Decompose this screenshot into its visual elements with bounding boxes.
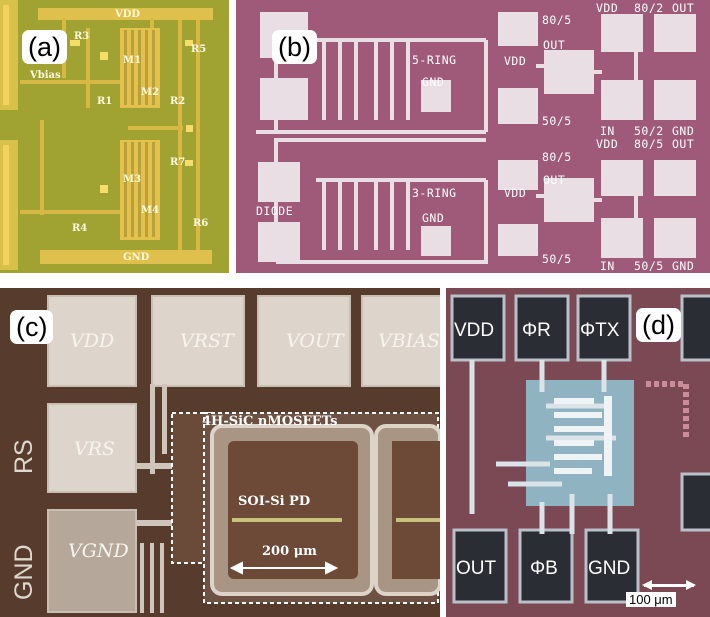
label-gnd-pad-d: GND bbox=[588, 558, 631, 579]
label-r5: R5 bbox=[191, 44, 207, 55]
label-r2: R2 bbox=[170, 96, 186, 107]
label-out-1: OUT bbox=[543, 38, 566, 52]
label-r1: R1 bbox=[97, 96, 113, 107]
label-m4: M4 bbox=[141, 205, 160, 216]
label-vdd-pad-d: VDD bbox=[454, 320, 495, 341]
label-80-5-mid2: 80/5 bbox=[542, 150, 572, 164]
label-r4: R4 bbox=[72, 223, 88, 234]
label-vdd-1: VDD bbox=[504, 54, 527, 68]
label-vout-pad: VOUT bbox=[286, 330, 344, 352]
scale-bar-200um: 200 μm bbox=[262, 544, 317, 559]
label-vgnd-pad: VGND bbox=[68, 540, 129, 562]
panel-b: (b) 80/5 VDD 80/2 OUT 5-RING VDD OUT GND… bbox=[236, 0, 710, 273]
label-gnd-1b: GND bbox=[672, 124, 695, 138]
panel-d-label: (d) bbox=[636, 308, 681, 342]
label-nmosfets: 4H-SiC nMOSFETs bbox=[202, 414, 338, 429]
label-out-pad: OUT bbox=[456, 558, 497, 579]
label-rs-side: RS bbox=[10, 439, 38, 474]
label-50-5-top: 50/5 bbox=[542, 114, 572, 128]
label-vdd-mid-right: VDD bbox=[596, 137, 619, 151]
panel-c-label: (c) bbox=[10, 310, 54, 344]
label-phi-r: ΦR bbox=[522, 320, 551, 341]
panel-d-layout bbox=[446, 288, 710, 617]
label-80-2: 80/2 bbox=[634, 1, 664, 15]
panel-a-label: (a) bbox=[22, 30, 67, 64]
label-in-2: IN bbox=[600, 259, 615, 273]
label-vbias-pad: VBIAS bbox=[378, 330, 440, 352]
label-out-mid-right: OUT bbox=[672, 137, 695, 151]
panel-a: (a) VDD R3 Vbias M1 M2 R1 R2 R5 R7 M3 M4… bbox=[0, 0, 229, 273]
label-vdd-pad: VDD bbox=[70, 330, 115, 352]
label-80-5-top: 80/5 bbox=[542, 13, 572, 27]
label-vdd-top-right: VDD bbox=[596, 1, 619, 15]
label-m2: M2 bbox=[141, 87, 160, 98]
label-vrs-pad: VRS bbox=[74, 438, 116, 460]
label-vdd: VDD bbox=[115, 9, 141, 20]
label-phi-b: ΦB bbox=[530, 558, 558, 579]
label-50-5-bot: 50/5 bbox=[542, 252, 572, 266]
label-80-5-mid: 80/5 bbox=[634, 137, 664, 151]
label-50-5-bot2: 50/5 bbox=[634, 259, 664, 273]
label-gnd-1: GND bbox=[422, 75, 445, 89]
scale-bar-100um: 100 μm bbox=[626, 592, 676, 607]
label-in-1: IN bbox=[600, 124, 615, 138]
panel-c: (c) VDD VRST VOUT VBIAS VRS VGND RS GND … bbox=[0, 288, 440, 617]
label-vdd-2: VDD bbox=[504, 186, 527, 200]
label-vbias: Vbias bbox=[30, 70, 61, 81]
label-out-top-right: OUT bbox=[672, 1, 695, 15]
label-gnd-2b: GND bbox=[672, 259, 695, 273]
label-gnd-2: GND bbox=[422, 211, 445, 225]
label-5-ring: 5-RING bbox=[412, 53, 457, 67]
label-vrst-pad: VRST bbox=[180, 330, 234, 352]
panel-a-layout bbox=[0, 0, 229, 273]
label-r7: R7 bbox=[170, 157, 186, 168]
label-3-ring: 3-RING bbox=[412, 186, 457, 200]
label-diode: DIODE bbox=[256, 204, 294, 218]
label-gnd: GND bbox=[123, 252, 150, 263]
label-r3: R3 bbox=[74, 31, 90, 42]
panel-d: (d) VDD ΦR ΦTX OUT ΦB GND 100 μm bbox=[446, 288, 710, 617]
label-gnd-side: GND bbox=[10, 544, 38, 600]
panel-c-layout bbox=[0, 288, 440, 617]
label-50-2: 50/2 bbox=[634, 124, 664, 138]
label-r6: R6 bbox=[193, 218, 209, 229]
label-out-2: OUT bbox=[543, 173, 566, 187]
label-m1: M1 bbox=[123, 55, 142, 66]
label-pd: SOI-Si PD bbox=[238, 494, 311, 509]
panel-b-label: (b) bbox=[272, 30, 317, 64]
label-m3: M3 bbox=[123, 174, 142, 185]
label-phi-tx: ΦTX bbox=[580, 320, 620, 341]
